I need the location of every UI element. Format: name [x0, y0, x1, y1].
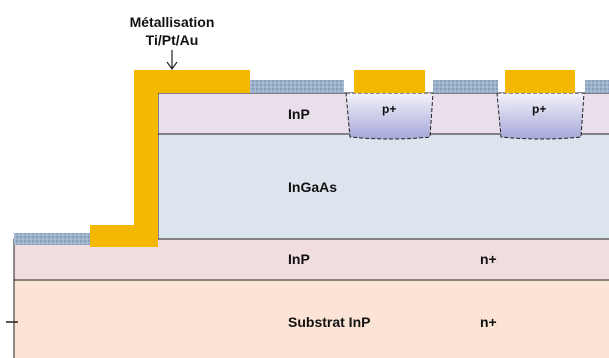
metallization-label-line1: Métallisation: [130, 14, 215, 30]
implant-label-2: p+: [532, 102, 546, 116]
metal-pad-1: [354, 70, 425, 93]
metal-pad-2: [505, 70, 575, 93]
p-plus-implant-1: [345, 92, 434, 140]
mid-inp-label: InP: [288, 251, 310, 267]
passivation-strip: [433, 80, 498, 93]
top-inp-label: InP: [288, 106, 310, 122]
passivation-strip: [14, 233, 90, 245]
substrate-layer: [13, 279, 609, 358]
metallization-contact: [90, 70, 250, 247]
passivation-strip: [250, 80, 344, 93]
substrate-label: Substrat InP: [288, 314, 370, 330]
passivation-strip: [585, 80, 609, 93]
arrow-head: [166, 61, 178, 71]
substrate-doping: n+: [480, 314, 497, 330]
p-plus-implant-2: [496, 92, 585, 140]
ingaas-label: InGaAs: [288, 179, 337, 195]
implant-label-1: p+: [382, 102, 396, 116]
ingaas-layer: [157, 133, 609, 240]
metallization-label-line2: Ti/Pt/Au: [146, 32, 199, 48]
mid-inp-doping: n+: [480, 251, 497, 267]
